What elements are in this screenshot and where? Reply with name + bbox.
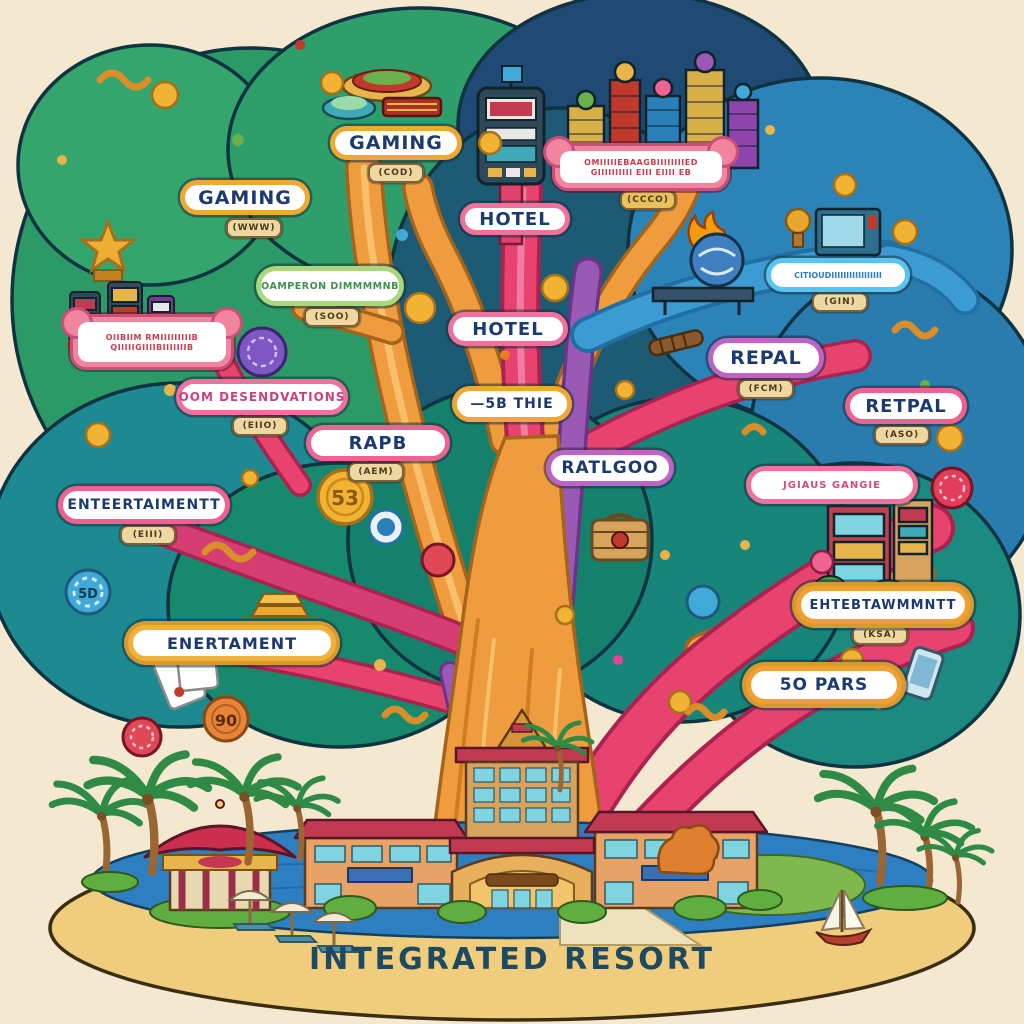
coin-53: 53 (316, 468, 374, 526)
sailboat (815, 889, 873, 946)
caption-integrated-resort: INTEGRATED RESORT (308, 942, 716, 977)
palm-trees (52, 723, 992, 911)
rock-sculpture (657, 824, 720, 876)
tag-rapb: (AEM) (348, 462, 404, 482)
label-gaming-top: GAMING (330, 126, 462, 160)
hotel-left-wing (293, 818, 469, 910)
coin-90: 90 (202, 695, 250, 743)
banner-left-line2: QIIIIIGIIIIBIIIIIIIB (110, 342, 194, 352)
beach-details (228, 889, 873, 954)
tag-room-reservations: (EIIO) (232, 416, 288, 436)
label-casino-dining: OAMPERON DIMMMMNB (256, 266, 404, 306)
svg-text:5D: 5D (78, 587, 98, 602)
banner-top: OMIIIIIEBAAGBIIIIIIIIED GIIIIIIIIII EIII… (543, 136, 739, 191)
gold-coins (84, 70, 965, 715)
tag-blue-branch: (GIN) (812, 292, 868, 312)
tag-casino-dining: (SOO) (304, 307, 360, 327)
svg-text:90: 90 (215, 711, 237, 730)
tag-banner-top: (CCCO) (620, 190, 676, 210)
chip-5d: 5D (64, 568, 112, 616)
gold-bars-icon (250, 593, 310, 617)
banner-top-line2: GIIIIIIIIII EIII EIIII EB (590, 167, 692, 177)
label-sb-thie: —5B THIE (452, 386, 572, 422)
label-entertainment-right: EHTEBTAWMMNTT (796, 586, 970, 624)
label-entertainment-lower-left: ENERTAMENT (128, 625, 336, 661)
tag-repal: (FCM) (738, 379, 794, 399)
main-hotel-tower (448, 708, 596, 910)
bushes (323, 889, 783, 924)
svg-text:53: 53 (331, 486, 359, 510)
dining-icons (321, 69, 443, 121)
tag-entertainment-right: (KSA) (852, 625, 908, 645)
banner-top-line1: OMIIIIIEBAAGBIIIIIIIIED (584, 157, 698, 167)
fire-show-icon (651, 210, 755, 315)
label-blue-branch: CITIOUDIIIIIIIIIIIIIIIII (766, 258, 910, 292)
label-retpal: RETPAL (845, 388, 967, 424)
resort-buildings (143, 708, 783, 929)
label-room-reservations: OOM DESENDVATIONS (176, 379, 348, 415)
label-so-pars: 5O PARS (746, 666, 902, 704)
beach-pavilion (143, 799, 297, 929)
banner-left-line1: OIIBIIM RMIIIIIIIIIB (105, 332, 199, 342)
cigar-icon (648, 329, 704, 357)
tag-gaming-left: (WWW) (226, 218, 282, 238)
label-repal: REPAL (708, 338, 824, 378)
pretzel-squiggles (96, 69, 939, 725)
label-rapb: RAPB (306, 425, 450, 461)
tag-gaming-top: (COD) (368, 163, 424, 183)
phone-icon (901, 646, 945, 701)
label-hotel-mid: HOTEL (448, 312, 568, 346)
star-trophy-icon (77, 217, 139, 282)
tag-entertainment-left: (EIII) (120, 525, 176, 545)
label-entertainment-left: ENTEERTAIMENTT (58, 486, 230, 524)
label-gaming-left: GAMING (180, 180, 310, 215)
banner-left: OIIBIIM RMIIIIIIIIIB QIIIIIGIIIIBIIIIIII… (61, 307, 243, 370)
casino-chips (121, 326, 974, 758)
label-bonus-pill: JGIAUS GANGIE (746, 466, 918, 504)
label-hotel-top: HOTEL (460, 203, 570, 235)
label-ratlgoo: RATLGOO (546, 450, 674, 486)
tag-retpal: (ASO) (874, 425, 930, 445)
suitcase-icon (590, 513, 650, 562)
